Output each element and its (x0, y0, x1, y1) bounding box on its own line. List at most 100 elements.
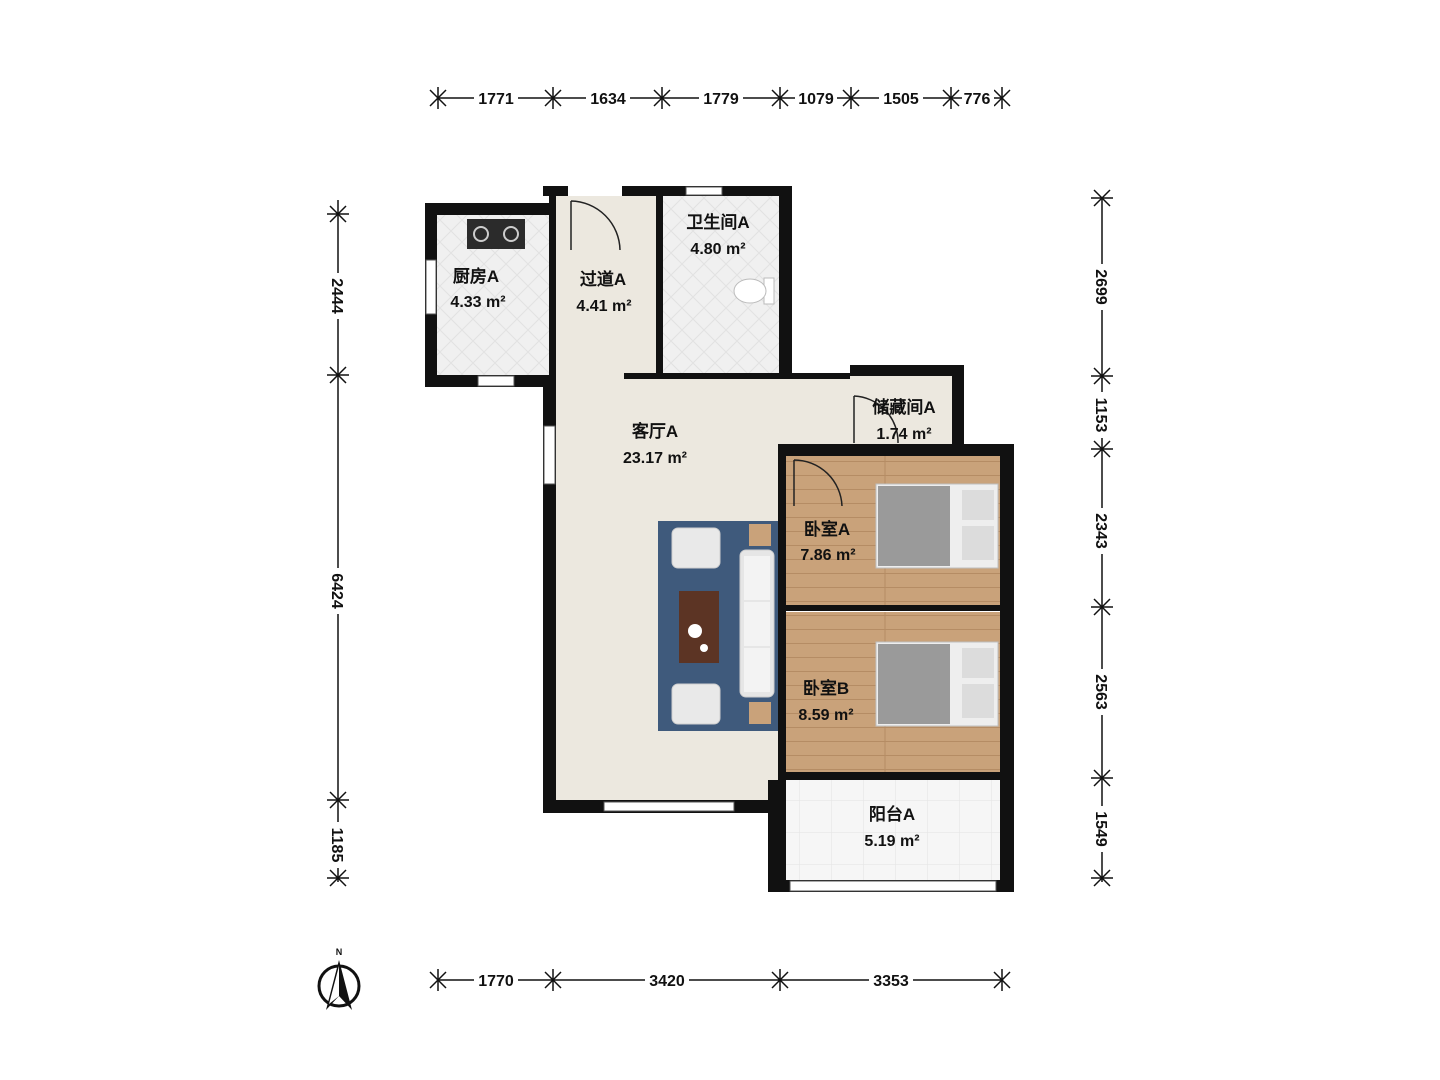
bedroom-b-area: 8.59 m² (798, 707, 853, 724)
wall-kitchen-right (549, 186, 556, 389)
windows (425, 186, 997, 892)
living-name: 客厅A (631, 421, 678, 441)
window-living-bottom (603, 801, 735, 812)
dim-top-bg-5 (962, 88, 994, 108)
toilet-bowl (733, 278, 767, 304)
wall-balcony-left (768, 780, 778, 892)
bedroom-b-name: 卧室B (803, 678, 849, 698)
sofa-cushion-2 (744, 602, 770, 646)
bedroom-a-area: 7.86 m² (800, 547, 855, 564)
dim-right-bg-1 (1092, 392, 1112, 438)
dim-left-slash-b-2 (329, 791, 347, 809)
dim-right-0: 2699 (1092, 269, 1109, 305)
dim-right-bg-3 (1092, 669, 1112, 715)
wall-bath-left (656, 196, 663, 376)
bed-a-pillow-1 (962, 490, 994, 520)
dim-right-3: 2563 (1092, 674, 1109, 710)
dim-left-slash-b-1 (329, 366, 347, 384)
coffee-table-cup (700, 644, 708, 652)
balcony-name: 阳台A (869, 804, 915, 824)
dim-top-slash-b-1 (544, 89, 562, 107)
armchair-bottom (671, 683, 721, 725)
dim-left-0: 2444 (328, 278, 345, 314)
bedroom-furniture (875, 483, 999, 727)
dim-top-bg-4 (879, 88, 923, 108)
dim-top-1: 1634 (590, 91, 626, 108)
balcony-floor (786, 780, 1002, 880)
dim-top-bg-3 (795, 88, 837, 108)
dim-left-slash-b-3 (329, 869, 347, 887)
wall-bedroom-left (778, 450, 786, 890)
dim-top-slash-b-0 (429, 89, 447, 107)
window-kitchen-left (425, 259, 437, 315)
dim-right-bg-2 (1092, 508, 1112, 554)
corridor-area: 4.41 m² (576, 298, 631, 315)
wall-bedroom-divider (786, 605, 1002, 611)
bed-b-blanket (878, 644, 950, 724)
dim-bottom-bg-1 (645, 970, 689, 990)
dim-top-slash-b-3 (771, 89, 789, 107)
bedroom-a-name: 卧室A (804, 519, 850, 539)
dim-right-bg-0 (1092, 264, 1112, 310)
dim-bottom-bg-2 (869, 970, 913, 990)
door-storage (853, 395, 899, 444)
armchair-top (671, 527, 721, 569)
dim-bottom-slash-b-0 (429, 971, 447, 989)
wall-bedroom-top (778, 444, 1012, 456)
stove (467, 219, 525, 249)
dim-right-slash-b-4 (1093, 769, 1111, 787)
stove-burner-left (473, 226, 489, 242)
living-room-furniture (658, 521, 778, 731)
stove-burner-right (503, 226, 519, 242)
dim-bottom-bg-0 (474, 970, 518, 990)
north-compass-icon: N (317, 947, 361, 1010)
wall-balcony-top (786, 772, 1002, 780)
wall-kitchen-top (425, 203, 555, 215)
bed-b-pillow-2 (962, 684, 994, 718)
wall-living-top-a (624, 373, 850, 379)
bathroom-name: 卫生间A (686, 212, 749, 232)
dim-left-bg-2 (328, 822, 348, 868)
dim-top-slash-b-6 (993, 89, 1011, 107)
wall-right-outer (1000, 444, 1014, 892)
dim-right-slash-b-0 (1093, 189, 1111, 207)
dim-top-2: 1779 (703, 91, 739, 108)
dim-top-slash-b-5 (942, 89, 960, 107)
living-ext-floor (778, 376, 850, 451)
bed-b-pillow-1 (962, 648, 994, 678)
dim-right-bg-4 (1092, 806, 1112, 852)
sofa-cushion-1 (744, 556, 770, 600)
dim-bottom-slash-b-3 (993, 971, 1011, 989)
side-table-top (749, 524, 771, 546)
dim-left-2: 1185 (328, 828, 345, 863)
bathroom-area: 4.80 m² (690, 241, 745, 258)
kitchen-name: 厨房A (453, 266, 499, 286)
compass-label: N (336, 947, 343, 957)
dim-right-4: 1549 (1092, 811, 1109, 847)
dim-top-3: 1079 (798, 91, 834, 108)
side-table-bottom (749, 702, 771, 724)
dim-top-bg-0 (474, 88, 518, 108)
storage-name: 储藏间A (872, 397, 935, 417)
dimension-ticks (327, 87, 1113, 991)
dim-right-1: 1153 (1092, 398, 1109, 433)
door-bedroom-a (793, 459, 843, 507)
balcony-area: 5.19 m² (864, 833, 919, 850)
dim-top-bg-1 (586, 88, 630, 108)
dim-top-slash-b-4 (842, 89, 860, 107)
room-labels: 厨房A 4.33 m² 过道A 4.41 m² 卫生间A 4.80 m² 储藏间… (450, 212, 935, 850)
dim-top-bg-2 (699, 88, 743, 108)
dim-bottom-slash-b-2 (771, 971, 789, 989)
dimension-labels: 1771 1634 1779 1079 1505 776 1770 3420 3… (328, 88, 1112, 990)
window-kitchen-bottom (477, 375, 515, 387)
dim-right-2: 2343 (1092, 513, 1109, 549)
corridor-name: 过道A (580, 269, 626, 289)
dim-left-bg-1 (328, 568, 348, 614)
living-area: 23.17 m² (623, 450, 687, 467)
dim-right-slash-b-2 (1093, 440, 1111, 458)
dim-top-slash-b-2 (653, 89, 671, 107)
dim-left-1: 6424 (328, 573, 345, 609)
wall-living-left (543, 379, 556, 812)
dim-right-slash-b-3 (1093, 598, 1111, 616)
dim-left-slash-b-0 (329, 205, 347, 223)
